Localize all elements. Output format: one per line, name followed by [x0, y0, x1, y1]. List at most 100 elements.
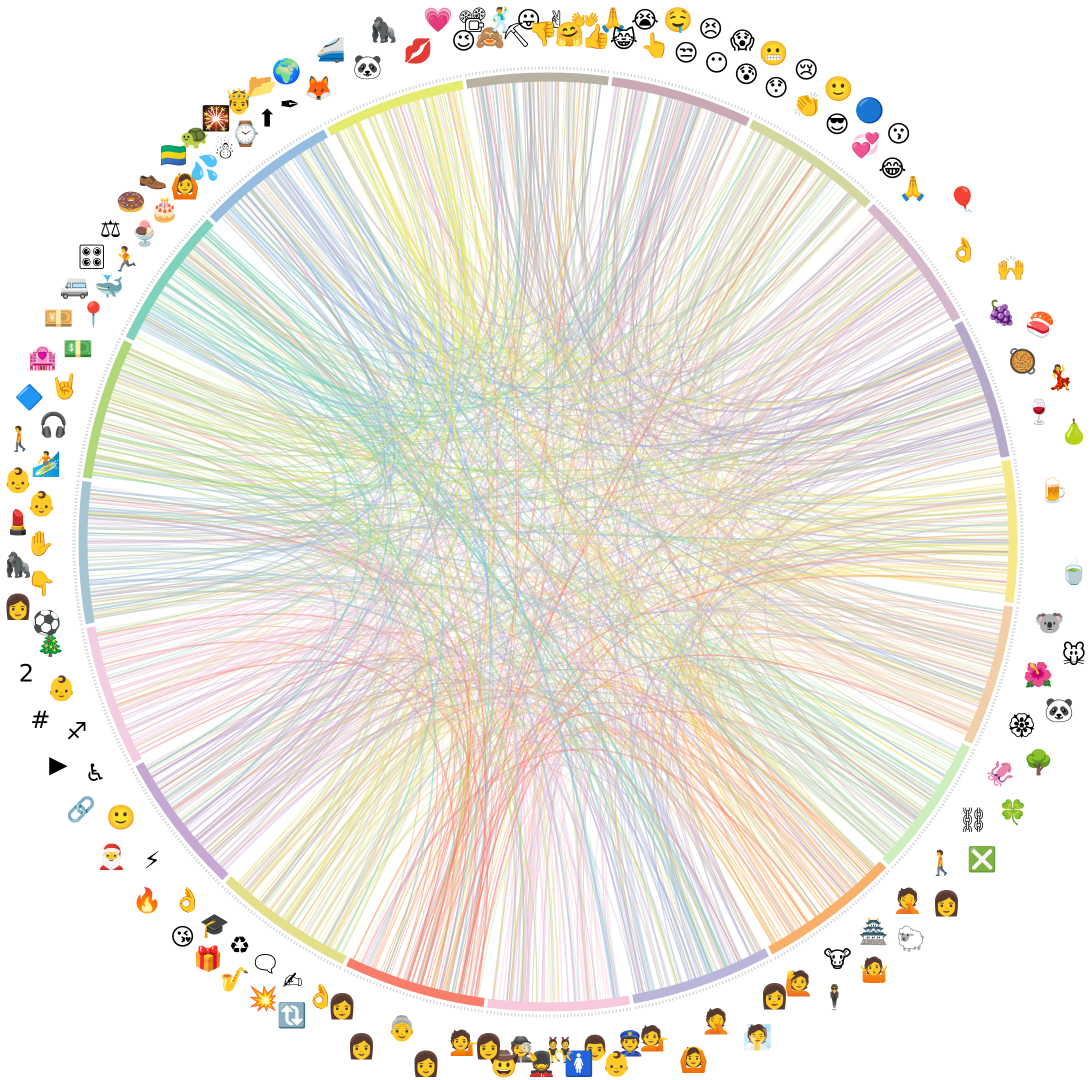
link — [337, 131, 987, 454]
link — [709, 153, 1009, 553]
link — [87, 455, 313, 559]
link — [651, 604, 1000, 968]
emoji-label: 🌳 — [1024, 747, 1054, 776]
link — [254, 185, 985, 693]
link — [270, 147, 789, 389]
link — [98, 426, 343, 648]
link — [687, 146, 999, 640]
link — [319, 727, 704, 977]
link — [142, 322, 939, 787]
link — [340, 106, 472, 955]
link — [160, 91, 650, 413]
link — [92, 598, 817, 918]
link — [99, 435, 998, 500]
group-arc — [749, 119, 871, 208]
emoji-label: 🐼 — [353, 53, 383, 81]
link — [158, 679, 888, 856]
link — [169, 273, 360, 806]
emoji-label: ♐ — [66, 717, 88, 745]
link — [294, 156, 1009, 534]
emoji-label: 💋 — [403, 37, 433, 65]
group-arc — [209, 129, 328, 223]
link — [179, 96, 461, 820]
link — [183, 258, 984, 696]
link — [151, 305, 436, 974]
link — [296, 146, 787, 930]
link — [666, 682, 960, 973]
link — [454, 90, 1002, 626]
emoji-label: ⛓ — [958, 806, 988, 834]
emoji-label: 😘 — [170, 923, 195, 951]
link — [191, 248, 909, 831]
link — [260, 302, 943, 904]
link — [127, 639, 789, 936]
link — [194, 81, 557, 368]
link — [158, 660, 777, 944]
emoji-label: 🔵 — [854, 97, 884, 125]
link — [221, 497, 1007, 868]
link — [87, 516, 598, 1001]
link — [363, 763, 740, 965]
link — [379, 112, 1007, 588]
link — [184, 257, 1007, 592]
link — [103, 640, 455, 990]
link — [89, 106, 702, 593]
link — [109, 389, 984, 473]
link — [740, 400, 1008, 583]
emoji-label: 🙂 — [824, 75, 854, 103]
emoji-label: 🍀 — [998, 799, 1028, 827]
link — [92, 185, 842, 494]
link — [304, 740, 742, 961]
link — [88, 507, 569, 1003]
link — [528, 81, 966, 412]
emoji-label: 🐳 — [94, 273, 124, 301]
link — [295, 155, 616, 999]
link — [712, 261, 960, 441]
link — [297, 154, 919, 414]
link — [225, 138, 773, 354]
emoji-label: 📂 — [247, 72, 277, 100]
link — [89, 92, 463, 594]
link — [693, 153, 996, 462]
emoji-label: 🎈 — [948, 184, 978, 213]
link — [148, 311, 920, 817]
link — [180, 193, 418, 420]
emoji-label: 👩 — [932, 889, 962, 917]
link — [112, 644, 371, 884]
link — [123, 362, 461, 989]
emoji-label: 🙋 — [784, 970, 814, 998]
link — [604, 501, 1008, 998]
link — [261, 145, 422, 905]
link — [765, 394, 1008, 513]
link — [345, 107, 704, 360]
link — [709, 253, 1009, 568]
link — [399, 105, 869, 874]
link — [742, 255, 976, 435]
link — [680, 570, 1008, 925]
link — [87, 512, 462, 985]
link — [87, 567, 729, 967]
link — [405, 103, 731, 966]
link — [196, 662, 933, 841]
emoji-label: 🤴 — [224, 88, 254, 116]
emoji-label: 🎁 — [193, 945, 223, 973]
link — [112, 388, 517, 1002]
emoji-label: 🚺 — [564, 1050, 594, 1078]
link — [92, 194, 852, 618]
link — [317, 122, 462, 371]
link — [309, 113, 720, 372]
link — [416, 97, 490, 984]
link — [88, 207, 396, 582]
emoji-label: 😭 — [631, 6, 659, 34]
link — [361, 748, 818, 965]
link — [326, 95, 663, 948]
link — [121, 318, 323, 718]
link — [279, 166, 859, 884]
link — [172, 609, 996, 812]
emoji-label: 🙆 — [170, 172, 200, 200]
link — [707, 284, 1003, 622]
emoji-label: 🤦 — [701, 1006, 731, 1035]
emoji-label: 🌍 — [272, 58, 302, 86]
